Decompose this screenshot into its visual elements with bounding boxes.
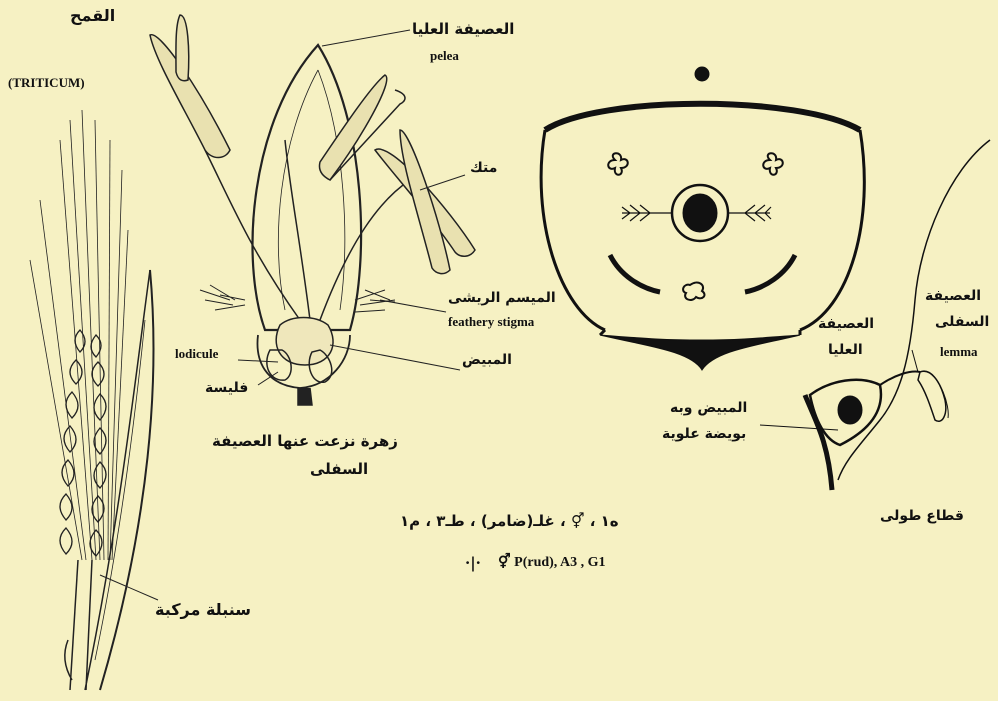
lodicule-label-arabic: فليسة [205, 380, 248, 396]
plant-arabic-name: القمح [70, 6, 115, 25]
floral-formula-latin: ⚥ P(rud), A3 , G1 [498, 554, 606, 571]
stigma-label-english: feathery stigma [448, 314, 534, 330]
section-caption: قطاع طولى [880, 508, 964, 524]
lemma-label-arabic-1: العصيفة [925, 288, 981, 304]
section-palea-label-1: العصيفة [818, 316, 874, 332]
section-ovary-label-2: بويضة علوية [662, 426, 746, 442]
floral-formula-arabic: ه١ ، ⚥ ، غلـ(ضامر) ، طـ٣ ، م١ [400, 512, 619, 530]
floral-formula-prefix: ·|· [465, 554, 481, 572]
ovary-label: المبيض [462, 352, 512, 368]
spike-label: سنبلة مركبة [155, 600, 251, 619]
plant-latin-name: (TRITICUM) [8, 75, 85, 91]
section-palea-label-2: العليا [828, 342, 863, 358]
lemma-label-arabic-2: السفلى [935, 314, 989, 330]
anther-label: متك [470, 160, 497, 176]
flower-caption-line1: زهرة نزعت عنها العصيفة [212, 432, 398, 450]
lodicule-label-english: lodicule [175, 346, 218, 362]
wheat-spike-drawing [30, 110, 158, 690]
palea-label-arabic: العصيفة العليا [412, 20, 514, 38]
stigma-label-arabic: الميسم الريشى [448, 290, 556, 306]
lemma-label-english: lemma [940, 344, 978, 360]
floral-diagram-drawing [541, 67, 864, 370]
palea-label-english: pelea [430, 48, 459, 64]
section-ovary-label-1: المبيض وبه [670, 400, 747, 416]
flower-caption-line2: السفلى [310, 460, 368, 478]
